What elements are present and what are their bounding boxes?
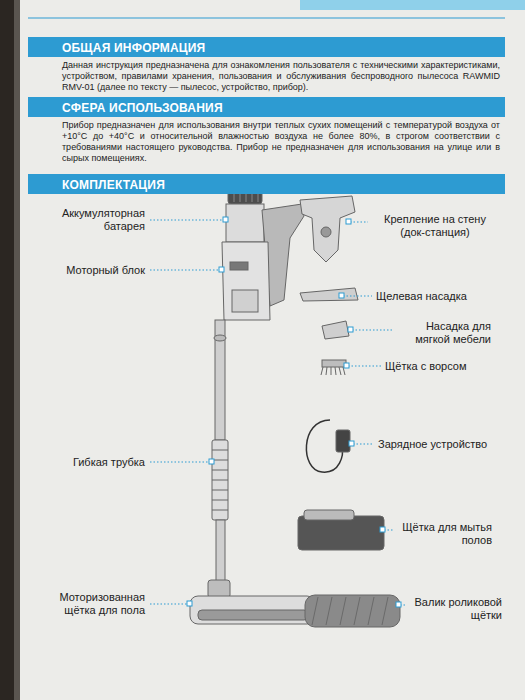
section-band: ОБЩАЯ ИНФОРМАЦИЯ <box>28 37 505 57</box>
part-name: Валик роликовой щётки <box>410 596 502 622</box>
section-heading: ОБЩАЯ ИНФОРМАЦИЯ <box>62 41 205 55</box>
section-band: СФЕРА ИСПОЛЬЗОВАНИЯ <box>28 97 505 117</box>
part-name: Зарядное устройство <box>378 438 498 451</box>
part-name: Щелевая насадка <box>376 290 496 303</box>
part-name: Насадка для мягкой мебели <box>396 320 491 346</box>
part-name: Моторизованная щётка для пола <box>40 591 145 617</box>
vacuum-figure <box>190 188 315 624</box>
binding-shadow <box>0 0 14 700</box>
part-name: Щётка с ворсом <box>385 360 495 373</box>
part-name: Моторный блок <box>30 264 145 277</box>
top-rule <box>28 18 505 19</box>
part-name: Аккумуляторная батарея <box>30 207 145 233</box>
part-name: Щётка для мытья полов <box>397 521 492 547</box>
section-heading: КОМПЛЕКТАЦИЯ <box>62 178 165 192</box>
body-paragraph: Данная инструкция предназначена для озна… <box>62 60 500 93</box>
section-heading: СФЕРА ИСПОЛЬЗОВАНИЯ <box>62 101 223 115</box>
binding-edge <box>14 0 20 700</box>
part-name: Крепление на стену (док-станция) <box>372 213 498 239</box>
leader-lines <box>150 220 406 605</box>
part-name: Гибкая трубка <box>30 456 145 469</box>
top-stripe <box>300 0 525 10</box>
section-band: КОМПЛЕКТАЦИЯ <box>28 174 505 194</box>
accessories <box>298 196 400 627</box>
body-paragraph: Прибор предназначен для использования вн… <box>62 120 500 164</box>
leader-markers <box>187 217 401 607</box>
